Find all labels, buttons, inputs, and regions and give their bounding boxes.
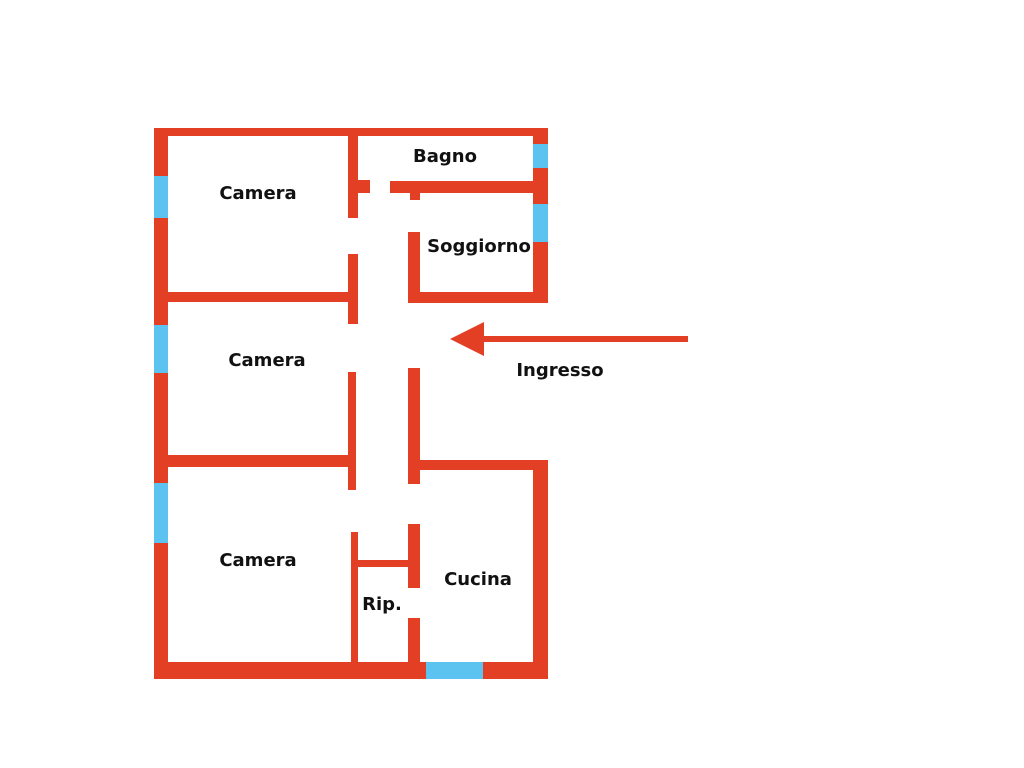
wall-camera-middle-right [348,372,356,490]
wall-cucina-left-b [408,618,420,679]
room-label-camera-bottom: Camera [219,550,296,571]
room-label-soggiorno: Soggiorno [427,236,531,257]
entrance-label: Ingresso [516,360,603,381]
arrow-left-icon [450,322,484,356]
wall-rip-top [351,560,413,567]
wall-soggiorno-bottom [408,292,548,303]
wall-camera-top-right-b [348,254,358,324]
window-bagno [533,144,548,168]
wall-camera-top-right-a [348,128,358,218]
outer-wall-right-lower [533,460,548,679]
wall-cucina-top [420,460,548,470]
wall-bagno-stub [410,193,420,200]
wall-camera-top-bottom [154,292,358,302]
room-label-camera-middle: Camera [228,350,305,371]
wall-soggiorno-left [408,232,420,303]
window-soggiorno [533,204,548,242]
window-camera-top [154,176,168,218]
wall-camera-middle-bottom [154,455,356,467]
room-label-bagno: Bagno [413,146,477,167]
wall-bagno-bottom [390,181,548,193]
walls [154,128,548,679]
room-label-camera-top: Camera [219,183,296,204]
wall-cucina-left-a [408,524,420,588]
labels: Camera Bagno Soggiorno Camera Ingresso C… [219,146,603,615]
windows [154,144,548,679]
wall-bagno-left-stub [358,180,370,193]
room-label-cucina: Cucina [444,569,512,590]
entrance-arrow [450,322,688,356]
window-cucina [426,662,483,679]
wall-rip-left [351,532,358,679]
window-camera-middle [154,325,168,373]
wall-corridor-right [408,368,420,484]
window-camera-bottom [154,483,168,543]
room-label-ripostiglio: Rip. [362,594,402,615]
